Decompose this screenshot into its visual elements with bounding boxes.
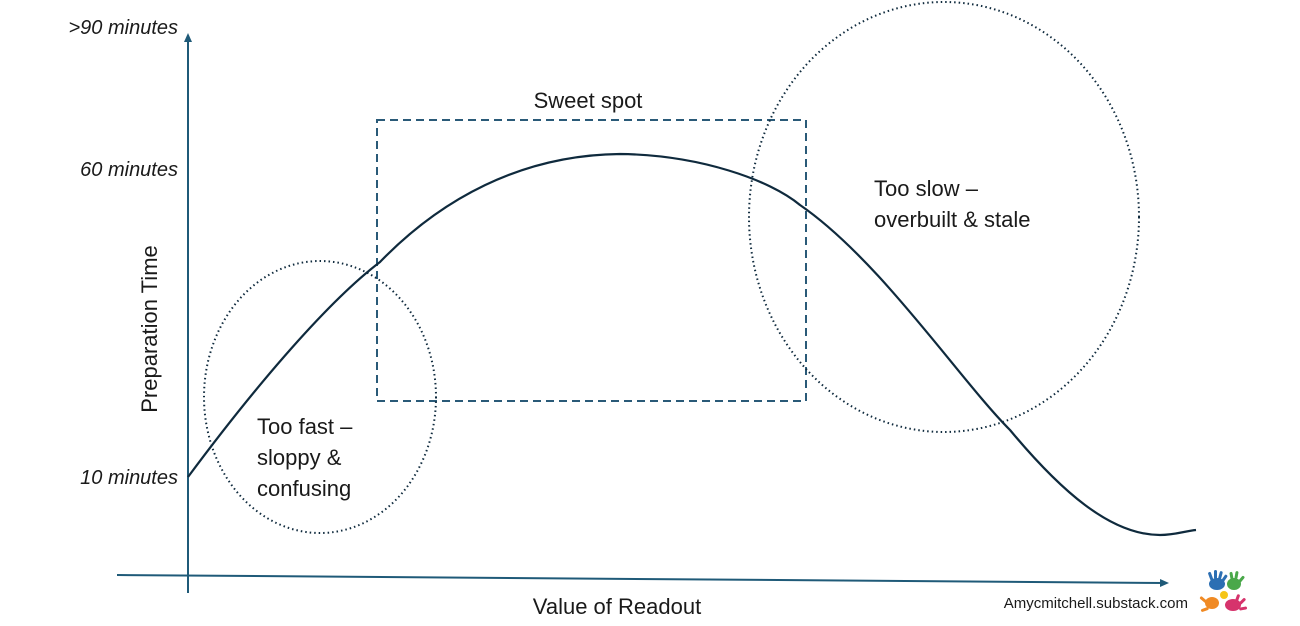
- too-slow-zone: [748, 1, 1140, 433]
- credit-text: Amycmitchell.substack.com: [1004, 595, 1188, 612]
- x-axis-title: Value of Readout: [533, 594, 701, 619]
- too-fast-label-line2: sloppy &: [257, 445, 342, 470]
- sweet-spot-box: [376, 119, 807, 402]
- y-tick-label: 10 minutes: [80, 467, 178, 489]
- colorful-hands-logo-icon: [1199, 570, 1248, 618]
- too-slow-label-line2: overbuilt & stale: [874, 207, 1031, 232]
- y-tick-label: >90 minutes: [68, 17, 178, 39]
- sweet-spot-label: Sweet spot: [534, 88, 643, 113]
- too-fast-zone: [203, 260, 437, 534]
- y-axis-title: Preparation Time: [137, 245, 162, 413]
- value-curve: [187, 152, 1197, 537]
- y-tick-label: 60 minutes: [80, 159, 178, 181]
- too-fast-label-line1: Too fast –: [257, 414, 353, 439]
- x-axis-line: [116, 574, 1169, 587]
- too-fast-label-line3: confusing: [257, 476, 351, 501]
- too-slow-label-line1: Too slow –: [874, 176, 979, 201]
